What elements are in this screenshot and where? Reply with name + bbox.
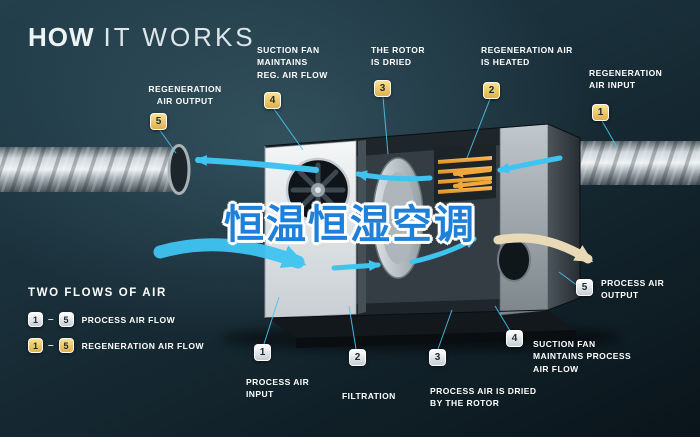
label-line: REGENERATION — [148, 84, 222, 94]
fan — [285, 157, 351, 223]
heater-arrow-1 — [453, 168, 492, 178]
process-output-arrow — [493, 233, 594, 264]
legend-regen-from-badge: 1 — [28, 338, 43, 353]
legend-range-separator: – — [48, 340, 54, 351]
legend-range-separator: – — [48, 314, 54, 325]
label-filtration: FILTRATION — [342, 390, 396, 402]
legend: TWO FLOWS OF AIR 1 – 5 PROCESS AIR FLOW … — [28, 287, 204, 364]
title-light: IT WORKS — [103, 22, 256, 52]
airflow-arrows — [153, 154, 594, 272]
rotor — [372, 157, 424, 279]
right-compartment — [497, 123, 549, 316]
label-line: FILTRATION — [342, 391, 396, 401]
label-line: REGENERATION AIR — [481, 45, 573, 55]
label-line: THE ROTOR — [371, 45, 425, 55]
label-process-output: PROCESS AIR OUTPUT — [601, 277, 664, 302]
label-line: IS HEATED — [481, 57, 530, 68]
label-process-input: PROCESS AIR INPUT — [246, 376, 309, 401]
legend-process-to-badge: 5 — [58, 312, 74, 327]
badge-regen-input: 1 — [592, 104, 609, 121]
label-line: MAINTAINS — [257, 57, 308, 68]
legend-process-from-badge: 1 — [28, 312, 43, 327]
label-rotor-dried: THE ROTOR IS DRIED — [371, 44, 425, 69]
divider-wall — [358, 140, 366, 314]
badge-process-dried: 3 — [429, 349, 446, 366]
label-line: REG. AIR FLOW — [257, 69, 328, 80]
process-rotor-arrow — [409, 236, 477, 265]
label-line: PROCESS AIR — [601, 278, 665, 288]
label-line: MAINTAINS PROCESS — [533, 351, 632, 362]
label-line: REGENERATION — [589, 68, 663, 78]
heater-arrow-2 — [453, 180, 492, 190]
label-line: OUTPUT — [601, 290, 639, 301]
label-suction-fan-regen: SUCTION FAN MAINTAINS REG. AIR FLOW — [257, 44, 328, 81]
badge-process-output: 5 — [576, 279, 593, 296]
process-input-swoosh — [153, 238, 307, 269]
label-regen-input: REGENERATION AIR INPUT — [589, 67, 662, 92]
label-line: PROCESS AIR — [246, 377, 310, 387]
left-duct — [0, 144, 191, 195]
badge-suction-fan-regen: 4 — [264, 92, 281, 109]
badge-process-input: 1 — [254, 344, 271, 361]
legend-row-process: 1 – 5 PROCESS AIR FLOW — [28, 312, 204, 327]
legend-row-regeneration: 1 – 5 REGENERATION AIR FLOW — [28, 338, 204, 353]
label-line: AIR OUTPUT — [156, 96, 214, 107]
title-bold: HOW — [28, 22, 95, 52]
watermark-text: 恒温恒湿空调 — [224, 202, 476, 248]
leader-lines — [158, 96, 618, 350]
label-line: AIR FLOW — [533, 363, 579, 374]
label-line: IS DRIED — [371, 57, 412, 68]
regen-input-arrow — [497, 155, 563, 174]
label-line: BY THE ROTOR — [430, 398, 500, 409]
badge-regen-heated: 2 — [483, 82, 500, 99]
legend-regen-label: REGENERATION AIR FLOW — [81, 340, 204, 351]
label-suction-fan-process: SUCTION FAN MAINTAINS PROCESS AIR FLOW — [533, 338, 631, 375]
process-filter-arrow — [331, 260, 381, 272]
badge-regen-output: 5 — [150, 113, 167, 130]
label-line: SUCTION FAN — [533, 339, 596, 349]
legend-title: TWO FLOWS OF AIR — [28, 287, 167, 299]
label-line: PROCESS AIR IS DRIED — [430, 386, 537, 396]
label-regen-heated: REGENERATION AIR IS HEATED — [481, 44, 573, 69]
badge-filtration: 2 — [349, 349, 366, 366]
regen-output-arrow — [195, 154, 319, 173]
legend-regen-to-badge: 5 — [58, 338, 74, 353]
regen-through-rotor-arrow — [355, 170, 433, 182]
label-line: SUCTION FAN — [257, 45, 320, 55]
label-line: INPUT — [246, 389, 274, 400]
page-title: HOW IT WORKS — [28, 22, 256, 53]
label-process-dried: PROCESS AIR IS DRIED BY THE ROTOR — [430, 385, 536, 410]
badge-rotor-dried: 3 — [374, 80, 391, 97]
label-line: AIR INPUT — [589, 80, 636, 91]
badge-suction-fan-process: 4 — [506, 330, 523, 347]
label-regeneration-air-output: REGENERATION AIR OUTPUT — [141, 83, 229, 108]
legend-process-label: PROCESS AIR FLOW — [81, 314, 176, 325]
